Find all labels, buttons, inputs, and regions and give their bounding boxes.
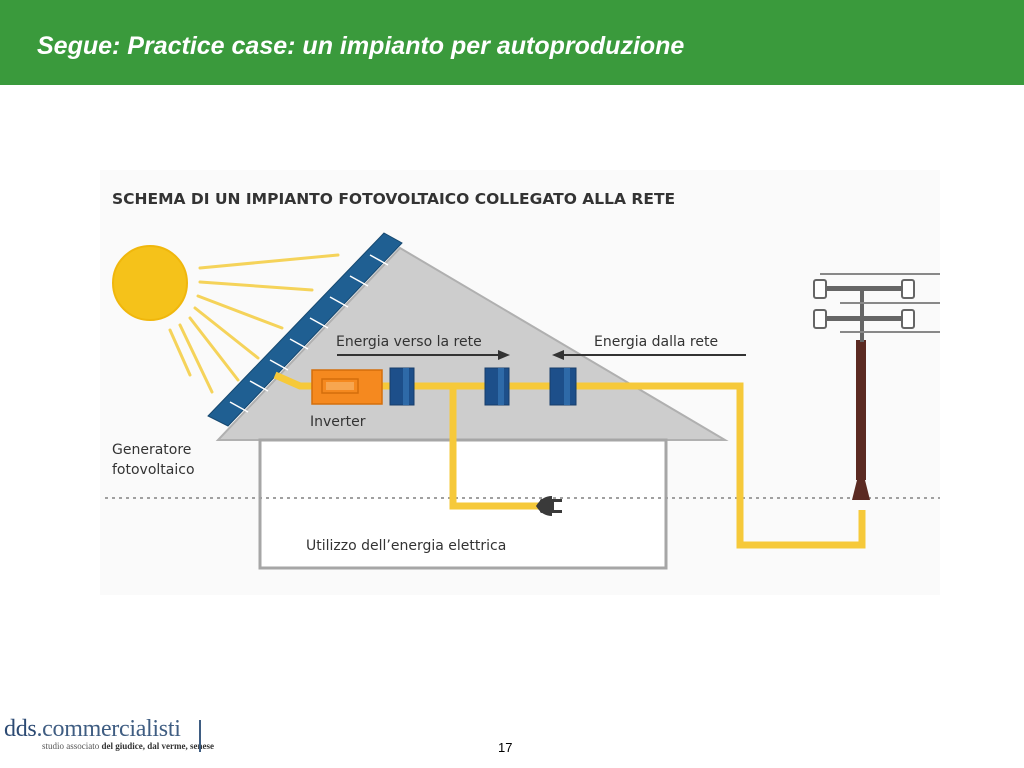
- logo-subtitle: studio associato del giudice, dal verme,…: [42, 741, 214, 751]
- label-energy-usage: Utilizzo dell’energia elettrica: [306, 538, 506, 554]
- plug-icon: [536, 496, 562, 516]
- pv-system-diagram: SCHEMA DI UN IMPIANTO FOTOVOLTAICO COLLE…: [100, 170, 940, 595]
- logo-sub-prefix: studio associato: [42, 741, 102, 751]
- utility-pole-icon: [813, 273, 940, 500]
- slide-title: Segue: Practice case: un impianto per au…: [37, 32, 685, 60]
- diagram-heading: SCHEMA DI UN IMPIANTO FOTOVOLTAICO COLLE…: [112, 190, 675, 208]
- label-generator-line2: fotovoltaico: [112, 462, 195, 478]
- solar-panel: [207, 232, 403, 427]
- logo-brand-suffix: .commercialisti: [36, 716, 181, 742]
- logo-divider: [199, 720, 201, 752]
- sun-icon: [112, 245, 340, 394]
- meter-icon: [484, 367, 510, 406]
- company-logo: dds.commercialisti studio associato del …: [4, 716, 214, 756]
- logo-wordmark: dds.commercialisti: [4, 716, 181, 743]
- inverter-label: Inverter: [310, 414, 366, 430]
- page-number: 17: [498, 740, 513, 755]
- label-energy-to-grid: Energia verso la rete: [336, 334, 482, 350]
- meter-icon: [549, 367, 577, 406]
- meter-icon: [389, 367, 415, 406]
- arrow-left-icon: [552, 350, 746, 360]
- diagram-canvas: SCHEMA DI UN IMPIANTO FOTOVOLTAICO COLLE…: [100, 170, 940, 595]
- inverter-icon: [311, 369, 383, 405]
- logo-brand-prefix: dds: [4, 716, 37, 742]
- label-energy-from-grid: Energia dalla rete: [594, 334, 718, 350]
- power-cables: [273, 371, 866, 549]
- logo-sub-names: del giudice, dal verme, senese: [101, 741, 214, 751]
- slide-header: Segue: Practice case: un impianto per au…: [0, 0, 1024, 85]
- arrow-right-icon: [337, 350, 510, 360]
- label-generator-line1: Generatore: [112, 442, 191, 458]
